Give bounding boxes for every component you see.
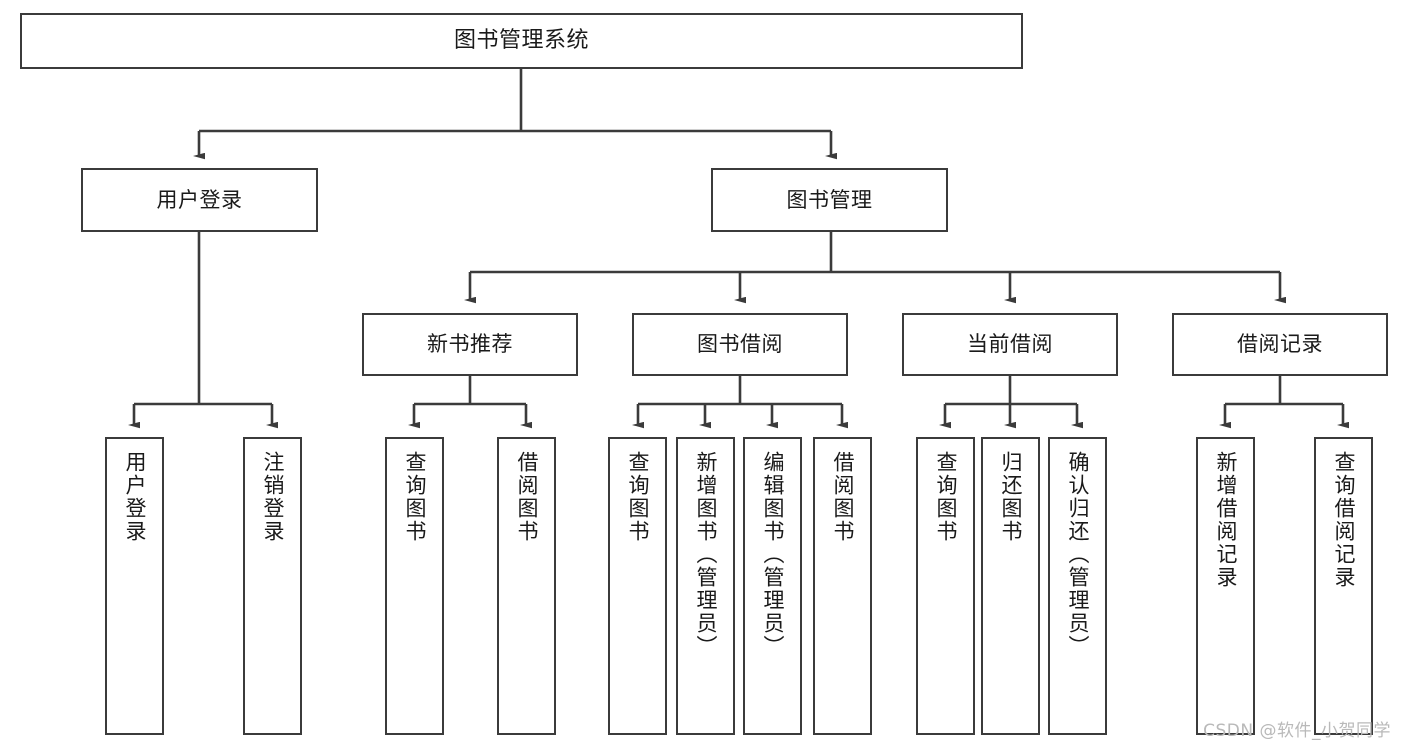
leaf-new-book-borrow[interactable]: 借阅图书 <box>497 437 556 735</box>
leaf-borrow-query-book[interactable]: 查询图书 <box>608 437 667 735</box>
leaf-borrow-add-book-admin[interactable]: 新增图书（管理员） <box>676 437 735 735</box>
node-label: 归还图书 <box>999 451 1023 543</box>
node-label: 借阅记录 <box>1237 332 1323 357</box>
node-label: 查询图书 <box>934 451 958 543</box>
node-label: 图书借阅 <box>697 332 783 357</box>
node-label: 查询借阅记录 <box>1332 451 1356 589</box>
node-label: 新书推荐 <box>427 332 513 357</box>
leaf-user-login-signin[interactable]: 用户登录 <box>105 437 164 735</box>
node-book-borrow[interactable]: 图书借阅 <box>632 313 848 376</box>
leaf-record-query-record[interactable]: 查询借阅记录 <box>1314 437 1373 735</box>
leaf-record-add-record[interactable]: 新增借阅记录 <box>1196 437 1255 735</box>
node-label: 图书管理系统 <box>453 28 589 54</box>
leaf-user-login-signout[interactable]: 注销登录 <box>243 437 302 735</box>
node-label: 借阅图书 <box>831 451 855 543</box>
node-label: 注销登录 <box>261 451 285 543</box>
leaf-current-confirm-return-admin[interactable]: 确认归还（管理员） <box>1048 437 1107 735</box>
node-book-management[interactable]: 图书管理 <box>711 168 948 232</box>
leaf-current-query-book[interactable]: 查询图书 <box>916 437 975 735</box>
node-borrow-record[interactable]: 借阅记录 <box>1172 313 1388 376</box>
node-current-borrow[interactable]: 当前借阅 <box>902 313 1118 376</box>
node-label: 新增图书（管理员） <box>694 451 718 658</box>
node-label: 当前借阅 <box>967 332 1053 357</box>
node-label: 新增借阅记录 <box>1214 451 1238 589</box>
node-label: 查询图书 <box>403 451 427 543</box>
csdn-watermark: CSDN @软件_小贺同学 <box>1203 721 1391 741</box>
leaf-borrow-borrow-book[interactable]: 借阅图书 <box>813 437 872 735</box>
leaf-current-return-book[interactable]: 归还图书 <box>981 437 1040 735</box>
node-label: 用户登录 <box>123 451 147 543</box>
leaf-borrow-edit-book-admin[interactable]: 编辑图书（管理员） <box>743 437 802 735</box>
node-label: 图书管理 <box>786 187 873 212</box>
node-label: 查询图书 <box>626 451 650 543</box>
leaf-new-book-query[interactable]: 查询图书 <box>385 437 444 735</box>
node-root-system[interactable]: 图书管理系统 <box>20 13 1023 69</box>
node-label: 确认归还（管理员） <box>1066 451 1090 658</box>
node-user-login[interactable]: 用户登录 <box>81 168 318 232</box>
node-label: 借阅图书 <box>515 451 539 543</box>
node-label: 编辑图书（管理员） <box>761 451 785 658</box>
node-new-book-recommend[interactable]: 新书推荐 <box>362 313 578 376</box>
node-label: 用户登录 <box>156 187 243 212</box>
